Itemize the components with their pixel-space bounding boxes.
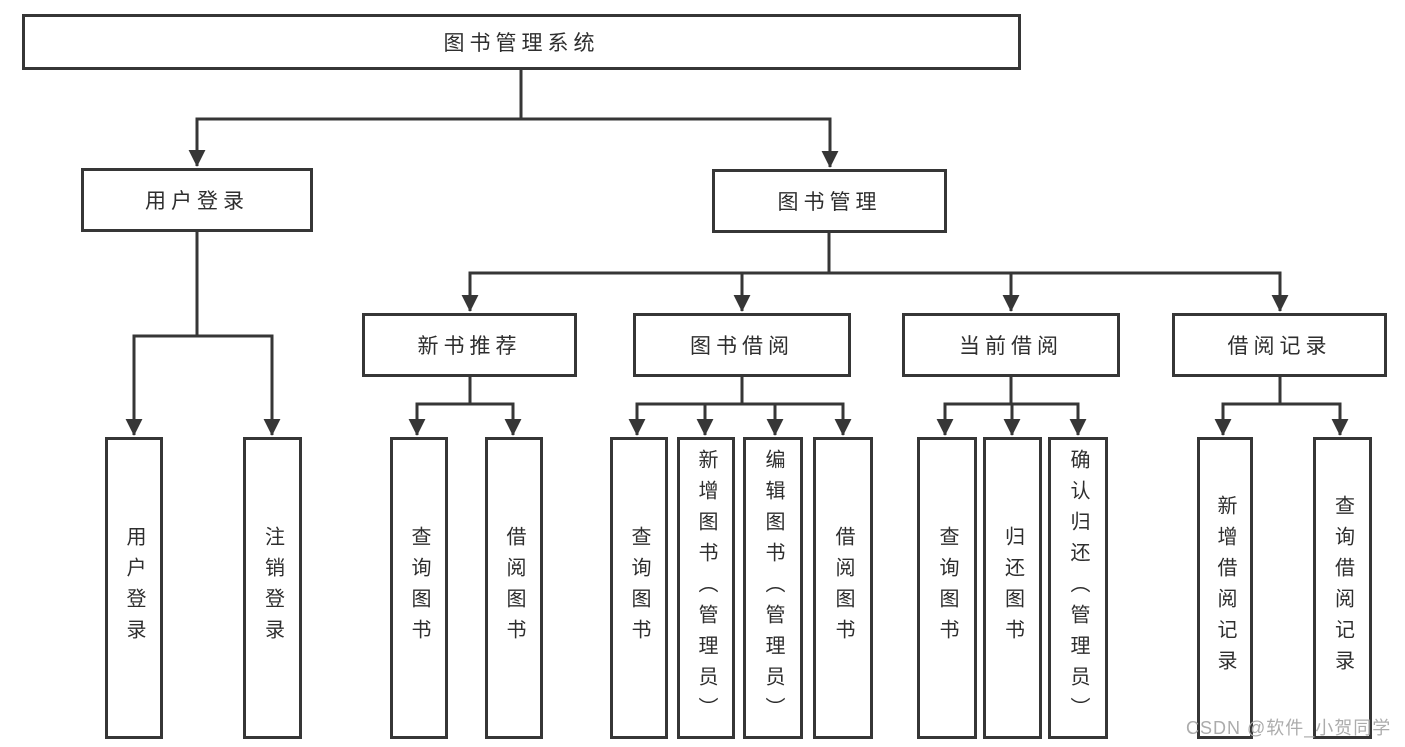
leaf-user-login: 用户登录 bbox=[105, 437, 163, 739]
node-root-system: 图书管理系统 bbox=[22, 14, 1021, 70]
leaf-edit-book-admin-label: 编辑图书（管理员） bbox=[762, 448, 784, 728]
leaf-confirm-return-admin: 确认归还（管理员） bbox=[1048, 437, 1108, 739]
leaf-add-book-admin: 新增图书（管理员） bbox=[677, 437, 735, 739]
node-borrow-records: 借阅记录 bbox=[1172, 313, 1387, 377]
leaf-borrow-book: 借阅图书 bbox=[813, 437, 873, 739]
leaf-confirm-return-admin-label: 确认归还（管理员） bbox=[1067, 448, 1089, 728]
leaf-logout-label: 注销登录 bbox=[261, 526, 284, 650]
leaf-query-book-recommend: 查询图书 bbox=[390, 437, 448, 739]
leaf-query-borrow-record-label: 查询借阅记录 bbox=[1331, 495, 1354, 681]
leaf-add-borrow-record-label: 新增借阅记录 bbox=[1214, 495, 1236, 681]
leaf-query-book-borrow: 查询图书 bbox=[610, 437, 668, 739]
node-book-borrow: 图书借阅 bbox=[633, 313, 851, 377]
leaf-add-borrow-record: 新增借阅记录 bbox=[1197, 437, 1253, 739]
leaf-query-book-recommend-label: 查询图书 bbox=[408, 526, 430, 650]
leaf-logout: 注销登录 bbox=[243, 437, 302, 739]
leaf-query-borrow-record: 查询借阅记录 bbox=[1313, 437, 1372, 739]
watermark: CSDN @软件_小贺同学 bbox=[1186, 718, 1392, 738]
node-book-management: 图书管理 bbox=[712, 169, 947, 233]
leaf-query-book-borrow-label: 查询图书 bbox=[628, 526, 650, 650]
leaf-query-book-current: 查询图书 bbox=[917, 437, 977, 739]
node-user-login: 用户登录 bbox=[81, 168, 313, 232]
node-new-book-recommend: 新书推荐 bbox=[362, 313, 577, 377]
leaf-add-book-admin-label: 新增图书（管理员） bbox=[695, 448, 717, 728]
leaf-borrow-book-label: 借阅图书 bbox=[832, 526, 854, 650]
leaf-return-book-label: 归还图书 bbox=[1001, 526, 1024, 650]
leaf-borrow-book-recommend-label: 借阅图书 bbox=[503, 526, 525, 650]
leaf-query-book-current-label: 查询图书 bbox=[936, 526, 958, 650]
node-current-borrow: 当前借阅 bbox=[902, 313, 1120, 377]
leaf-borrow-book-recommend: 借阅图书 bbox=[485, 437, 543, 739]
leaf-edit-book-admin: 编辑图书（管理员） bbox=[743, 437, 803, 739]
leaf-user-login-label: 用户登录 bbox=[123, 526, 145, 650]
leaf-return-book: 归还图书 bbox=[983, 437, 1042, 739]
